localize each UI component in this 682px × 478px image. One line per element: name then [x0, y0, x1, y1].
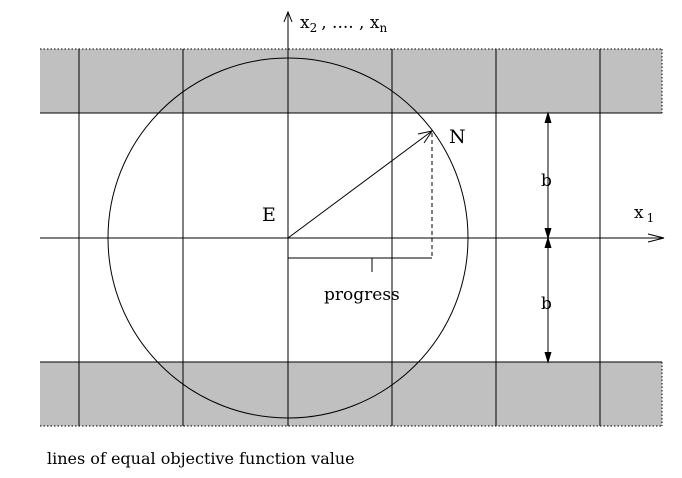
upper-shaded-band [40, 49, 662, 113]
figure-caption: lines of equal objective function value [47, 449, 355, 468]
dimension-lower-top-arrowhead [544, 236, 552, 249]
mutation-circle [107, 57, 469, 419]
half-width-label-upper: b [541, 171, 552, 191]
point-n-label: N [449, 126, 466, 148]
half-width-label-lower: b [541, 294, 552, 314]
horizontal-axis-arrowhead [647, 233, 665, 243]
vertical-axis-label: x2, .... , xn [300, 13, 387, 35]
dimension-upper-top-arrowhead [544, 111, 552, 124]
step-vector [287, 130, 433, 239]
lower-shaded-band [40, 362, 662, 426]
dimension-lower-bottom-arrowhead [544, 351, 552, 364]
point-e-label: E [262, 204, 276, 226]
vertical-axis-arrowhead [283, 10, 293, 23]
progress-bracket [287, 238, 432, 259]
progress-label: progress [324, 285, 400, 305]
step-vector-arrowhead [417, 130, 434, 144]
